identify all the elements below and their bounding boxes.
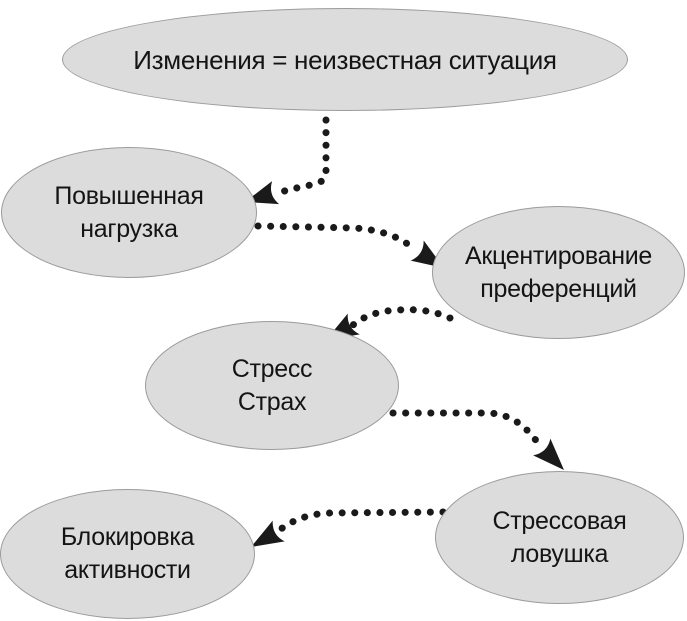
edge-stress-trap-to-activity-blocking: [277, 508, 447, 533]
node-stress-fear-label-line2: Страх: [237, 387, 307, 416]
node-stress-trap-label-line1: Стрессовая: [492, 506, 627, 535]
node-activity-blocking-label-line1: Блокировка: [60, 523, 195, 551]
node-increased-load: Повышенная нагрузка: [1, 147, 257, 278]
node-preference-accentuation-label-line1: Акцентирование: [465, 241, 652, 270]
node-stress-trap: Стрессовая ловушка: [435, 471, 684, 604]
edge-preference-accentuation-to-stress-fear: [349, 306, 454, 329]
node-changes-label: Изменения = неизвестная ситуация: [133, 44, 557, 75]
node-preference-accentuation-label-line2: преференций: [480, 274, 637, 303]
node-increased-load-label-line1: Повышенная: [54, 181, 204, 210]
node-increased-load-label-line2: нагрузка: [80, 214, 178, 243]
edge-stress-fear-to-stress-trap: [389, 409, 544, 450]
edge-increased-load-to-preference-accentuation: [254, 222, 419, 254]
node-activity-blocking: Блокировка активности: [0, 489, 255, 619]
node-stress-trap-label-line2: ловушка: [510, 539, 609, 568]
node-changes: Изменения = неизвестная ситуация: [62, 8, 628, 111]
edge-changes-to-increased-load: [273, 116, 330, 197]
node-stress-fear: Стресс Страх: [145, 321, 399, 450]
node-stress-fear-label-line1: Стресс: [231, 354, 313, 383]
node-preference-accentuation: Акцентирование преференций: [432, 206, 685, 339]
node-activity-blocking-label-line2: активности: [64, 556, 191, 584]
